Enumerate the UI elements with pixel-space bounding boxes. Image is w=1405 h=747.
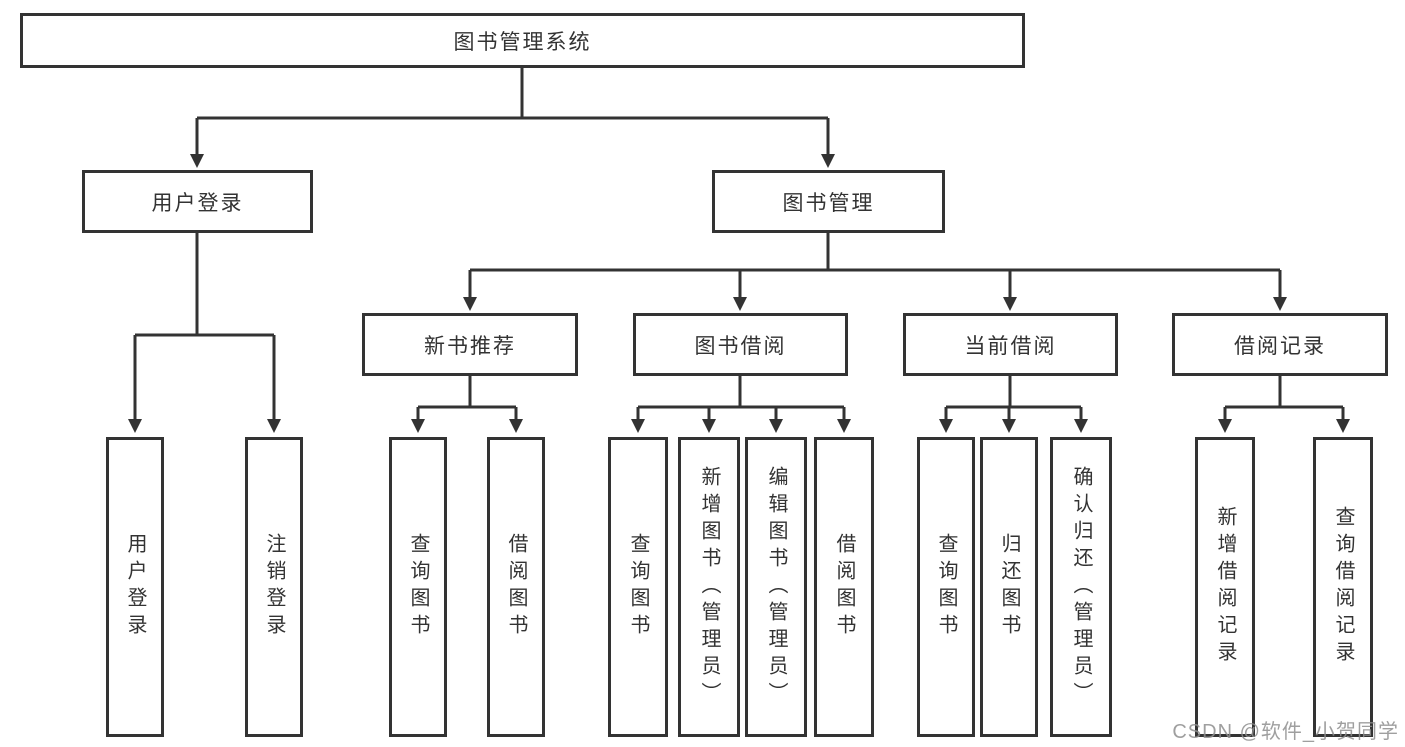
leaf-query-borrow-record: 查询借阅记录 bbox=[1313, 437, 1373, 737]
node-user-login: 用户登录 bbox=[82, 170, 313, 233]
leaf-label: 查询借阅记录 bbox=[1332, 506, 1354, 668]
leaf-borrow-books-recommend: 借阅图书 bbox=[487, 437, 545, 737]
node-new-book-recommend: 新书推荐 bbox=[362, 313, 578, 376]
leaf-label: 新增图书（管理员） bbox=[698, 465, 720, 709]
node-root-label: 图书管理系统 bbox=[453, 30, 592, 54]
node-label: 新书推荐 bbox=[424, 334, 516, 358]
node-borrowing-records: 借阅记录 bbox=[1172, 313, 1388, 376]
csdn-watermark: CSDN @软件_小贺同学 bbox=[1172, 721, 1399, 743]
arrowheads-current-borrow-leaves bbox=[939, 419, 1088, 433]
leaf-edit-books-admin: 编辑图书（管理员） bbox=[745, 437, 807, 737]
leaf-return-books: 归还图书 bbox=[980, 437, 1038, 737]
node-label: 借阅记录 bbox=[1234, 334, 1326, 358]
node-root-system: 图书管理系统 bbox=[20, 13, 1025, 68]
edge-root-to-level2 bbox=[195, 68, 830, 155]
leaf-label: 借阅图书 bbox=[833, 533, 855, 641]
leaf-borrow-books-borrowing: 借阅图书 bbox=[814, 437, 874, 737]
arrowheads-user-login-leaves bbox=[128, 419, 281, 433]
node-label: 图书管理 bbox=[782, 191, 875, 215]
edge-user-login-to-leaves bbox=[133, 233, 276, 420]
leaf-label: 编辑图书（管理员） bbox=[765, 465, 787, 709]
edge-new-book-to-leaves bbox=[416, 376, 518, 420]
node-book-management: 图书管理 bbox=[712, 170, 945, 233]
leaf-label: 借阅图书 bbox=[505, 533, 527, 641]
leaf-logout: 注销登录 bbox=[245, 437, 303, 737]
arrowheads-borrow-records-leaves bbox=[1218, 419, 1350, 433]
edge-current-borrow-to-leaves bbox=[944, 376, 1083, 420]
leaf-label: 查询图书 bbox=[935, 533, 957, 641]
edge-borrow-records-to-leaves bbox=[1223, 376, 1345, 420]
leaf-label: 查询图书 bbox=[627, 533, 649, 641]
leaf-add-borrow-record: 新增借阅记录 bbox=[1195, 437, 1255, 737]
edge-book-borrow-to-leaves bbox=[636, 376, 846, 420]
leaf-confirm-return-admin: 确认归还（管理员） bbox=[1050, 437, 1112, 737]
arrowheads-book-borrow-leaves bbox=[631, 419, 851, 433]
leaf-label: 注销登录 bbox=[263, 533, 285, 641]
arrowheads-new-book-leaves bbox=[411, 419, 523, 433]
leaf-add-books-admin: 新增图书（管理员） bbox=[678, 437, 740, 737]
leaf-label: 确认归还（管理员） bbox=[1070, 465, 1092, 709]
leaf-label: 归还图书 bbox=[998, 533, 1020, 641]
leaf-query-books-recommend: 查询图书 bbox=[389, 437, 447, 737]
arrowheads-level3 bbox=[463, 297, 1287, 311]
node-label: 用户登录 bbox=[151, 191, 244, 215]
edge-book-management-to-level3 bbox=[468, 233, 1282, 298]
arrowheads-level2 bbox=[190, 154, 835, 168]
node-book-borrowing: 图书借阅 bbox=[633, 313, 848, 376]
leaf-label: 用户登录 bbox=[124, 533, 146, 641]
leaf-user-login: 用户登录 bbox=[106, 437, 164, 737]
leaf-query-books-borrowing: 查询图书 bbox=[608, 437, 668, 737]
leaf-query-books-current: 查询图书 bbox=[917, 437, 975, 737]
node-label: 图书借阅 bbox=[694, 334, 787, 358]
node-current-borrowing: 当前借阅 bbox=[903, 313, 1118, 376]
leaf-label: 查询图书 bbox=[407, 533, 429, 641]
node-label: 当前借阅 bbox=[964, 334, 1057, 358]
leaf-label: 新增借阅记录 bbox=[1214, 506, 1236, 668]
